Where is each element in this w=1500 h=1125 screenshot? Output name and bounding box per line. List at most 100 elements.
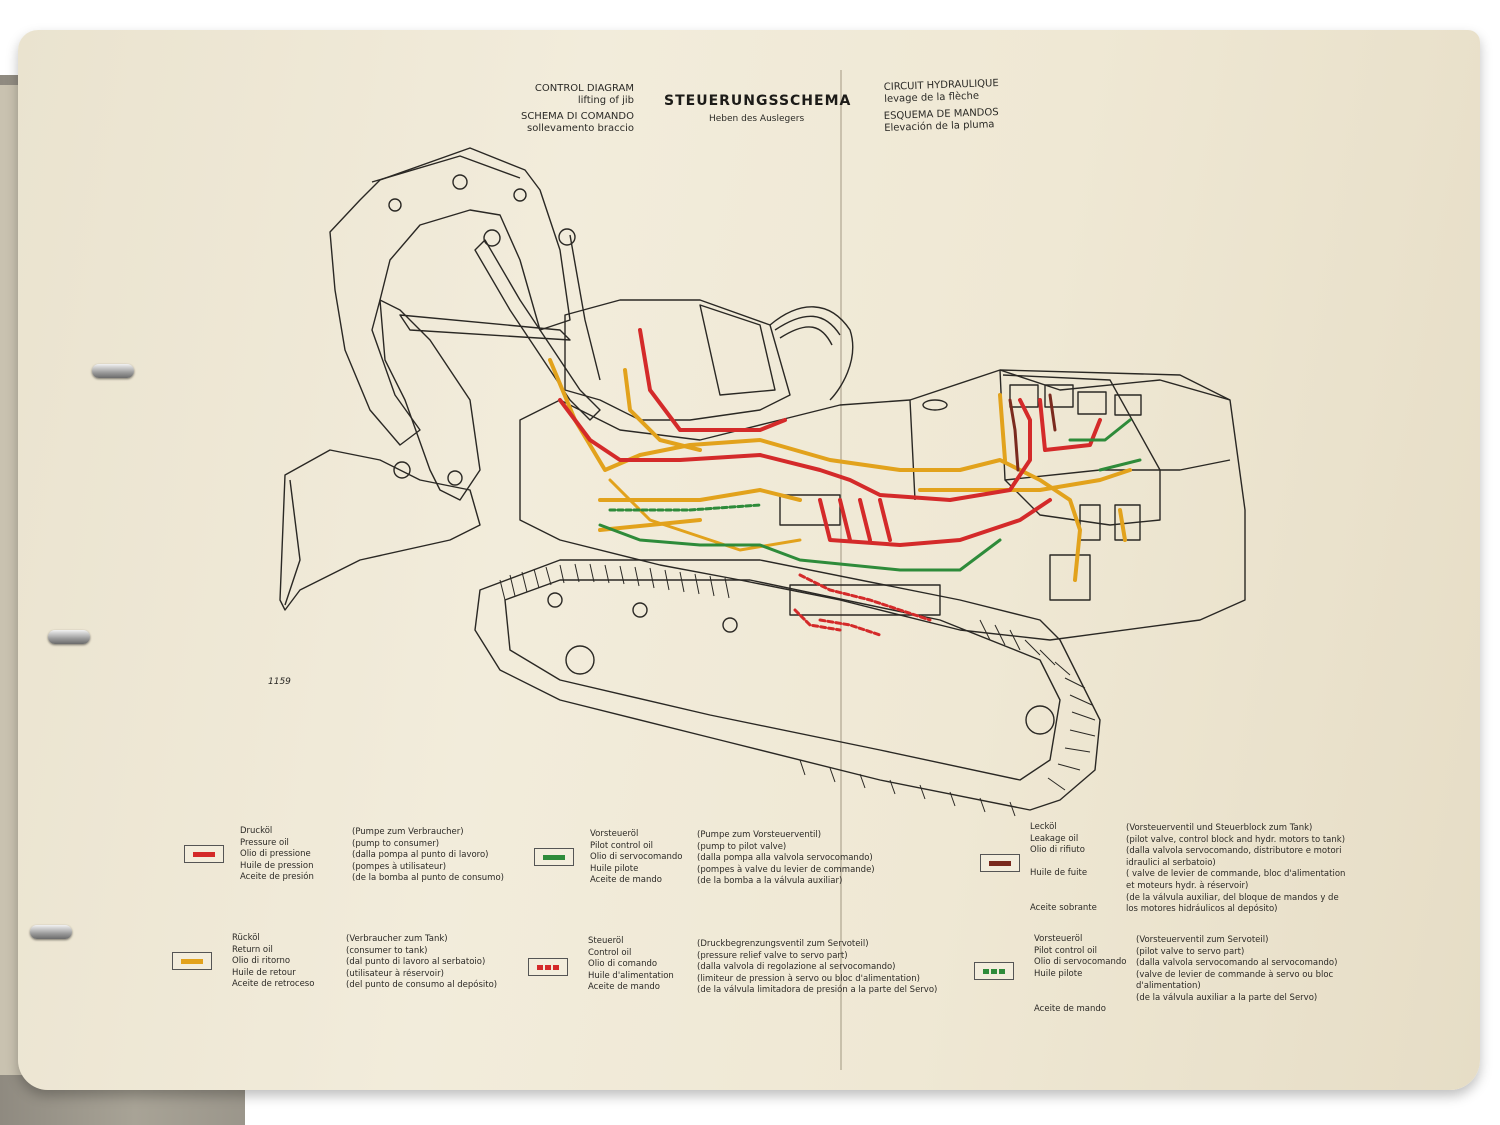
- legend-swatch-pilot: [534, 848, 574, 866]
- legend-name: Huile d'alimentation: [588, 970, 674, 981]
- legend-desc-pressure: (Pumpe zum Verbraucher) (pump to consume…: [352, 827, 504, 885]
- legend-desc-return: (Verbraucher zum Tank) (consumer to tank…: [346, 934, 497, 992]
- page-subtitle: Heben des Auslegers: [709, 114, 805, 124]
- legend-desc: (dal punto di lavoro al serbatoio): [346, 957, 486, 968]
- return-oil-line: [548, 358, 1082, 582]
- binder-ring-middle: [48, 630, 90, 644]
- binder-ring-bottom: [30, 925, 72, 939]
- upper-body: [519, 369, 1246, 641]
- swatch-fill: [193, 852, 215, 857]
- legend-desc: (dalla valvola servocomando, distributor…: [1126, 846, 1342, 857]
- legend-name: Huile de fuite: [1030, 868, 1088, 879]
- legend-names-control: Steueröl Control oil Olio di comando Hui…: [588, 936, 674, 994]
- legend-desc: (Verbraucher zum Tank): [346, 934, 448, 944]
- legend-name: Aceite de mando: [588, 982, 660, 993]
- binder-ring-top: [92, 364, 134, 378]
- pressure-oil-line: [558, 398, 1032, 502]
- legend-desc: idraulici al serbatoio): [1126, 857, 1216, 868]
- legend-desc: (Druckbegrenzungsventil zum Servoteil): [697, 939, 869, 949]
- legend-desc-pilot: (Pumpe zum Vorsteuerventil) (pump to pil…: [697, 830, 875, 888]
- legend-name: Drucköl: [240, 826, 273, 836]
- legend-desc-control: (Druckbegrenzungsventil zum Servoteil) (…: [697, 939, 937, 997]
- legend-name: Aceite sobrante: [1030, 903, 1097, 914]
- legend-name: Olio di pressione: [240, 849, 311, 860]
- boom: [329, 147, 571, 446]
- legend-desc: (Vorsteuerventil zum Servoteil): [1136, 935, 1269, 945]
- legend-name: Olio di servocomando: [1034, 957, 1127, 968]
- legend-swatch-return: [172, 952, 212, 970]
- legend-name: Control oil: [588, 947, 632, 958]
- swatch-fill: [543, 855, 565, 860]
- header-en-subtitle: lifting of jib: [577, 95, 634, 106]
- legend-desc: (de la bomba a la válvula auxiliar): [697, 876, 843, 887]
- legend-desc: los motores hidráulicos al depósito): [1126, 904, 1278, 915]
- legend-name: Huile de retour: [232, 967, 296, 978]
- legend-desc: (limiteur de pression à servo ou bloc d'…: [697, 973, 920, 984]
- track-frame: [474, 559, 1101, 811]
- legend-name: Leakage oil: [1030, 833, 1079, 844]
- legend-name: Aceite de mando: [1034, 1003, 1106, 1014]
- legend-name: Pilot control oil: [590, 840, 653, 851]
- legend-desc: (dalla pompa alla valvola servocomando): [697, 853, 873, 864]
- legend-desc: ( valve de levier de commande, bloc d'al…: [1126, 869, 1346, 880]
- bucket: [279, 449, 481, 611]
- legend-desc: (de la válvula limitadora de presión a l…: [697, 985, 938, 996]
- header-it: SCHEMA DI COMANDO sollevamento braccio: [500, 111, 634, 135]
- legend-name: Olio di comando: [588, 959, 658, 970]
- legend-name: [1030, 857, 1097, 869]
- leakage-oil-line: [1008, 393, 1057, 472]
- legend-name: Olio di rifiuto: [1030, 845, 1085, 856]
- boom-cylinder: [474, 239, 601, 421]
- legend-desc-pilot-servo: (Vorsteuerventil zum Servoteil) (pilot v…: [1136, 935, 1337, 1005]
- legend-desc: (de la válvula auxiliar, del bloque de m…: [1126, 892, 1339, 903]
- legend-names-return: Rücköl Return oil Olio di ritorno Huile …: [232, 933, 314, 991]
- legend-name: Vorsteueröl: [1034, 934, 1083, 944]
- cab: [564, 299, 791, 421]
- legend-desc: et moteurs hydr. à réservoir): [1126, 880, 1249, 891]
- page-title: STEUERUNGSSCHEMA: [664, 93, 852, 109]
- legend-name: Pilot control oil: [1034, 945, 1097, 956]
- legend-name: Huile de pression: [240, 860, 314, 871]
- legend-desc: (de la bomba al punto de consumo): [352, 873, 504, 884]
- header-en-title: CONTROL DIAGRAM: [534, 83, 634, 94]
- legend-desc: (utilisateur à réservoir): [346, 968, 444, 979]
- legend-name: Lecköl: [1030, 822, 1057, 832]
- legend-desc: (pilot valve, control block and hydr. mo…: [1126, 834, 1346, 845]
- legend-desc: (de la válvula auxiliar a la parte del S…: [1136, 992, 1318, 1003]
- legend-desc: (Pumpe zum Vorsteuerventil): [697, 830, 822, 840]
- legend-name: Aceite de retroceso: [232, 979, 315, 990]
- swatch-fill: [181, 959, 203, 964]
- drawing-number: 1159: [268, 677, 291, 687]
- legend-desc: d'alimentation): [1136, 981, 1201, 992]
- legend-desc: (Pumpe zum Verbraucher): [352, 827, 464, 837]
- swatch-fill: [983, 969, 1005, 974]
- legend-name: [1034, 980, 1127, 992]
- legend-name: Vorsteueröl: [590, 829, 639, 839]
- legend-name: Aceite de mando: [590, 875, 662, 886]
- legend-desc-leakage: (Vorsteuerventil und Steuerblock zum Tan…: [1126, 823, 1345, 916]
- legend-desc: (dalla valvola servocomando al servocoma…: [1136, 958, 1338, 969]
- legend-name: Rücköl: [232, 933, 260, 943]
- legend-name: Steueröl: [588, 936, 624, 946]
- legend-names-pilot-servo: Vorsteueröl Pilot control oil Olio di se…: [1034, 934, 1127, 1015]
- legend-desc: (pressure relief valve to servo part): [697, 950, 848, 961]
- legend-desc: (del punto de consumo al depósito): [346, 980, 498, 991]
- header-it-subtitle: sollevamento braccio: [526, 123, 634, 134]
- legend-name: Huile pilote: [590, 863, 639, 874]
- legend-desc: (dalla valvola di regolazione al servoco…: [697, 962, 896, 973]
- header-en: CONTROL DIAGRAM lifting of jib: [500, 83, 634, 107]
- legend-name: Olio di servocomando: [590, 852, 683, 863]
- swatch-fill: [989, 861, 1011, 866]
- legend-swatch-pilot-servo: [974, 962, 1014, 980]
- legend-swatch-leakage: [980, 854, 1020, 872]
- legend-name: Return oil: [232, 944, 273, 955]
- legend-desc: (Vorsteuerventil und Steuerblock zum Tan…: [1126, 823, 1313, 833]
- pilot-control-line: [598, 418, 1142, 572]
- legend-names-pressure: Drucköl Pressure oil Olio di pressione H…: [240, 826, 314, 884]
- legend-name: Aceite de presión: [240, 872, 314, 883]
- legend-names-pilot: Vorsteueröl Pilot control oil Olio di se…: [590, 829, 683, 887]
- legend-desc: (consumer to tank): [346, 945, 428, 956]
- legend-swatch-pressure: [184, 845, 224, 863]
- stick: [379, 299, 481, 501]
